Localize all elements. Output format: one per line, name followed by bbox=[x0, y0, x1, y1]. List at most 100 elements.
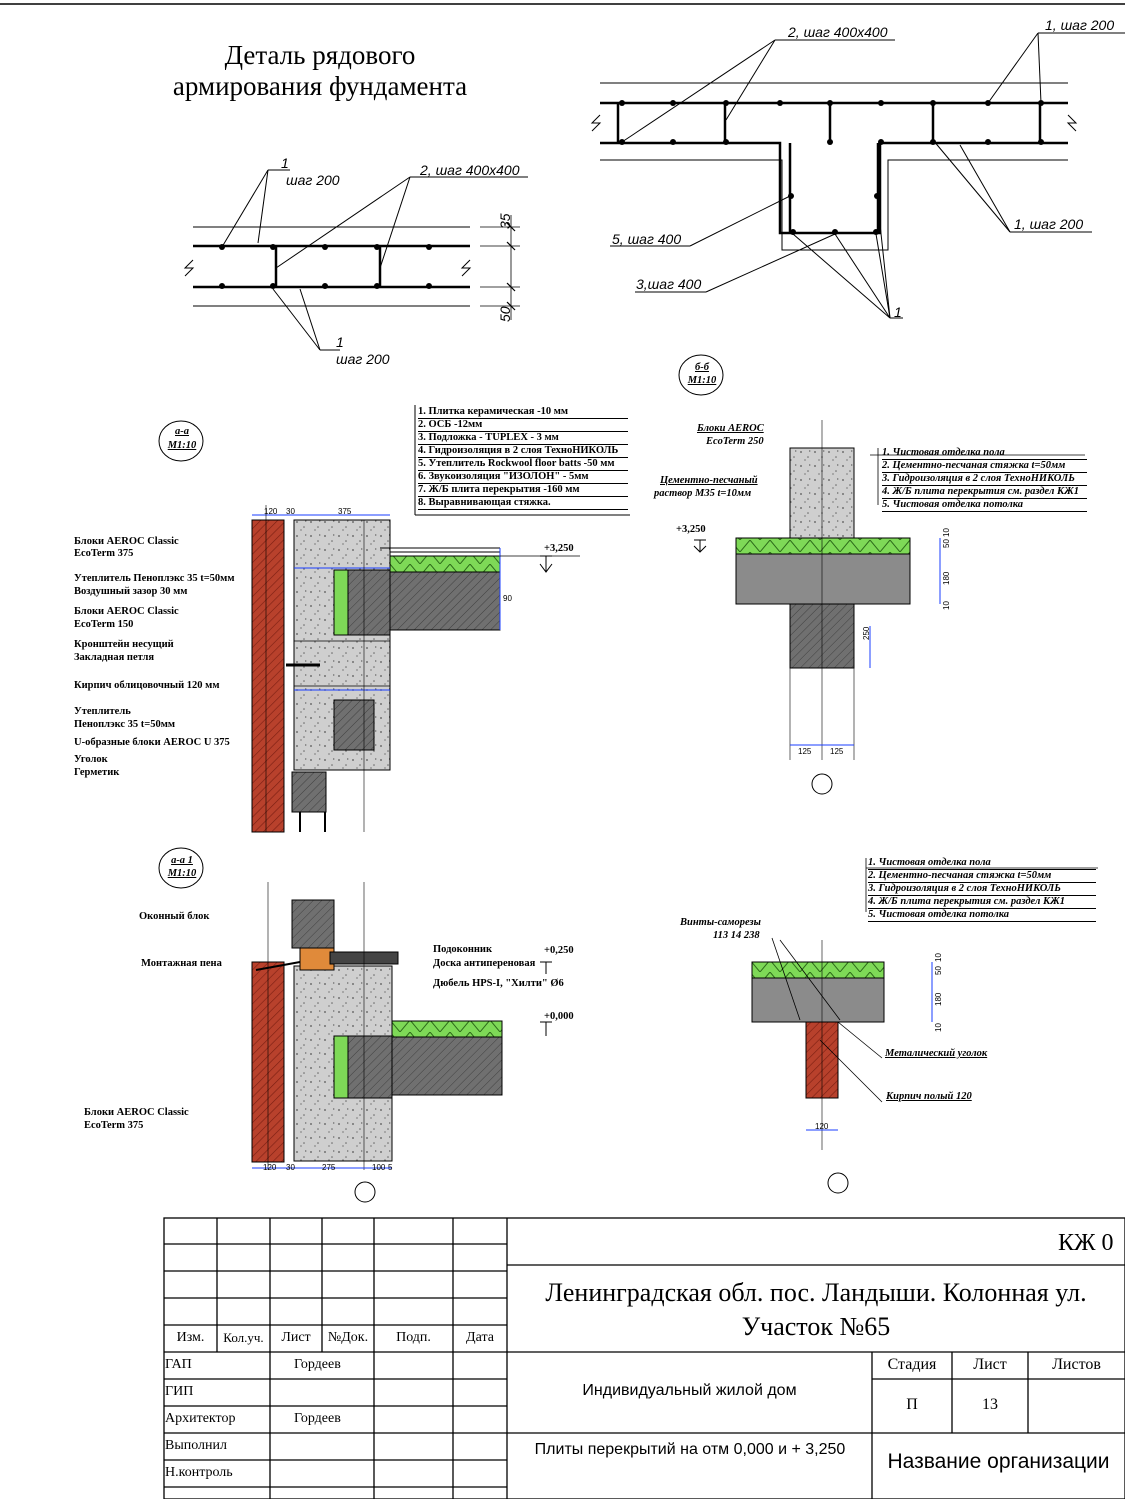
layer-item: 5. Чистовая отделка потолка bbox=[868, 909, 1096, 922]
label-aeroc-375-aa1: Блоки AEROC Classic bbox=[84, 1107, 189, 1118]
section-bb-scale: М1:10 bbox=[687, 375, 717, 386]
layer-item: 7. Ж/Б плита перекрытия -160 мм bbox=[418, 484, 628, 497]
label-angle: Уголок bbox=[74, 754, 108, 765]
bb-mortar-label-2: раствор М35 t=10мм bbox=[654, 488, 752, 499]
bb-dim-180: 180 bbox=[942, 571, 951, 585]
bb-dim-50: 50 bbox=[942, 539, 951, 548]
label-screws-code: 113 14 238 bbox=[713, 930, 760, 941]
rebar-right-mark-1-bottom: 1 bbox=[894, 304, 902, 320]
layer-item: 8. Выравнивающая стяжка. bbox=[418, 497, 628, 510]
aa1-dim-275: 275 bbox=[322, 1163, 336, 1172]
section-aa1-scale: М1:10 bbox=[167, 868, 197, 879]
name-gap: Гордеев bbox=[294, 1357, 341, 1372]
organization-name: Название организации bbox=[887, 1450, 1110, 1473]
label-dowel: Дюбель HPS-I, "Хилти" Ø6 bbox=[433, 978, 564, 989]
label-insulation: Утеплитель bbox=[74, 706, 131, 717]
drawing-code: КЖ 0 bbox=[1058, 1230, 1114, 1256]
label-windowsill: Подоконник bbox=[433, 944, 493, 955]
role-gap: ГАП bbox=[165, 1357, 192, 1372]
dim-120: 120 bbox=[264, 507, 278, 516]
section-brick-layer-list: 1. Чистовая отделка пола 2. Цементно-пес… bbox=[868, 857, 1096, 922]
header-doc: №Док. bbox=[327, 1330, 369, 1345]
building-name: Индивидуальный жилой дом bbox=[582, 1382, 797, 1399]
layer-item: 4. Ж/Б плита перекрытия см. раздел КЖ1 bbox=[882, 486, 1087, 499]
section-brick-graphics bbox=[751, 858, 1098, 1194]
label-penoplex: Утеплитель Пеноплэкс 35 t=50мм bbox=[74, 573, 235, 584]
bb-dim-10-top: 10 bbox=[942, 528, 951, 537]
rebar-mark-1-bottom: 1 bbox=[336, 334, 344, 350]
label-u-blocks: U-образные блоки AEROC U 375 bbox=[74, 737, 230, 748]
header-izm: Изм. bbox=[176, 1330, 205, 1345]
bb-dim-125-left: 125 bbox=[798, 747, 812, 756]
brick-dim-10-top: 10 bbox=[934, 953, 943, 962]
aa1-dim-120: 120 bbox=[263, 1163, 277, 1172]
address-line1: Ленинградская обл. пос. Ландыши. Колонна… bbox=[545, 1278, 1087, 1307]
label-bracket: Кронштейн несущий bbox=[74, 639, 174, 650]
layer-item: 4. Гидроизоляция в 2 слоя ТехноНИКОЛЬ bbox=[418, 445, 628, 458]
bb-dim-250: 250 bbox=[862, 626, 871, 640]
name-architect: Гордеев bbox=[294, 1411, 341, 1426]
level-3250-bb: +3,250 bbox=[676, 524, 706, 535]
header-kol-uch: Кол.уч. bbox=[223, 1330, 264, 1345]
sheet-label: Лист bbox=[973, 1356, 1007, 1373]
rebar-mark-2: 2, шаг 400х400 bbox=[420, 162, 520, 178]
address: Ленинградская обл. пос. Ландыши. Колонна… bbox=[507, 1276, 1125, 1344]
label-ecoterm-150: EcoTerm 150 bbox=[74, 619, 134, 630]
aa1-dim-5: 5 bbox=[388, 1163, 393, 1172]
label-penoplex-2: Пеноплэкс 35 t=50мм bbox=[74, 719, 176, 730]
role-executor: Выполнил bbox=[165, 1438, 228, 1453]
section-aa1-tag: а-а 1 bbox=[171, 855, 193, 866]
header-list: Лист bbox=[281, 1330, 311, 1345]
label-facing-brick: Кирпич облицовочный 120 мм bbox=[74, 680, 220, 691]
bb-dim-10-bottom: 10 bbox=[942, 601, 951, 610]
title-block-grid bbox=[163, 1217, 1125, 1499]
layer-item: 3. Гидроизоляция в 2 слоя ТехноНИКОЛЬ bbox=[868, 883, 1096, 896]
brick-dim-10-bottom: 10 bbox=[934, 1023, 943, 1032]
label-ecoterm-375: EcoTerm 375 bbox=[74, 548, 134, 559]
rebar-mark-1-top: 1 bbox=[281, 155, 289, 171]
bb-mortar-label: Цементно-песчаный bbox=[660, 475, 758, 486]
page-title: Деталь рядового армирования фундамента bbox=[120, 40, 520, 102]
bb-block-label-2: EcoTerm 250 bbox=[706, 436, 764, 447]
role-control: Н.контроль bbox=[165, 1465, 233, 1480]
page-title-line2: армирования фундамента bbox=[172, 71, 468, 101]
layer-item: 1. Чистовая отделка пола bbox=[882, 447, 1087, 460]
stage-label: Стадия bbox=[887, 1356, 937, 1373]
role-gip: ГИП bbox=[165, 1384, 194, 1399]
dim-375: 375 bbox=[338, 507, 352, 516]
layer-item: 2. ОСБ -12мм bbox=[418, 419, 628, 432]
section-aa-scale: М1:10 bbox=[167, 440, 197, 451]
rebar-right-mark-1-top: 1, шаг 200 bbox=[1045, 17, 1115, 33]
dim-90: 90 bbox=[503, 594, 512, 603]
header-sign: Подп. bbox=[396, 1330, 431, 1345]
section-aa-layer-list: 1. Плитка керамическая -10 мм 2. ОСБ -12… bbox=[418, 406, 628, 510]
section-aa1-graphics bbox=[251, 882, 552, 1203]
role-architect: Архитектор bbox=[165, 1411, 236, 1426]
header-date: Дата bbox=[466, 1330, 494, 1345]
label-ecoterm-375-aa1: EcoTerm 375 bbox=[84, 1120, 144, 1131]
rebar-detail-right bbox=[590, 32, 1125, 319]
rebar-detail-left bbox=[183, 169, 528, 351]
rebar-step-top: шаг 200 bbox=[286, 172, 340, 188]
section-bb-graphics bbox=[693, 420, 1085, 795]
label-aeroc-150: Блоки AEROC Classic bbox=[74, 606, 179, 617]
dim-35: 35 bbox=[497, 213, 513, 229]
brick-dim-120: 120 bbox=[815, 1122, 829, 1131]
address-line2: Участок №65 bbox=[741, 1312, 891, 1341]
level-0250: +0,250 bbox=[544, 945, 574, 956]
brick-dim-50: 50 bbox=[934, 966, 943, 975]
layer-item: 2. Цементно-песчаная стяжка t=50мм bbox=[882, 460, 1087, 473]
label-window-block: Оконный блок bbox=[139, 911, 210, 922]
section-bb-tag: б-б bbox=[695, 362, 709, 373]
sheets-label: Листов bbox=[1052, 1356, 1101, 1373]
label-loop: Закладная петля bbox=[74, 652, 155, 663]
label-drip-board: Доска антипереновая bbox=[433, 958, 536, 969]
label-air-gap: Воздушный зазор 30 мм bbox=[74, 586, 188, 597]
aa1-dim-100: 100 bbox=[372, 1163, 386, 1172]
bb-dim-125-right: 125 bbox=[830, 747, 844, 756]
layer-item: 6. Звукоизоляция "ИЗОЛОН" - 5мм bbox=[418, 471, 628, 484]
sheet-value: 13 bbox=[982, 1396, 998, 1413]
layer-item: 2. Цементно-песчаная стяжка t=50мм bbox=[868, 870, 1096, 883]
